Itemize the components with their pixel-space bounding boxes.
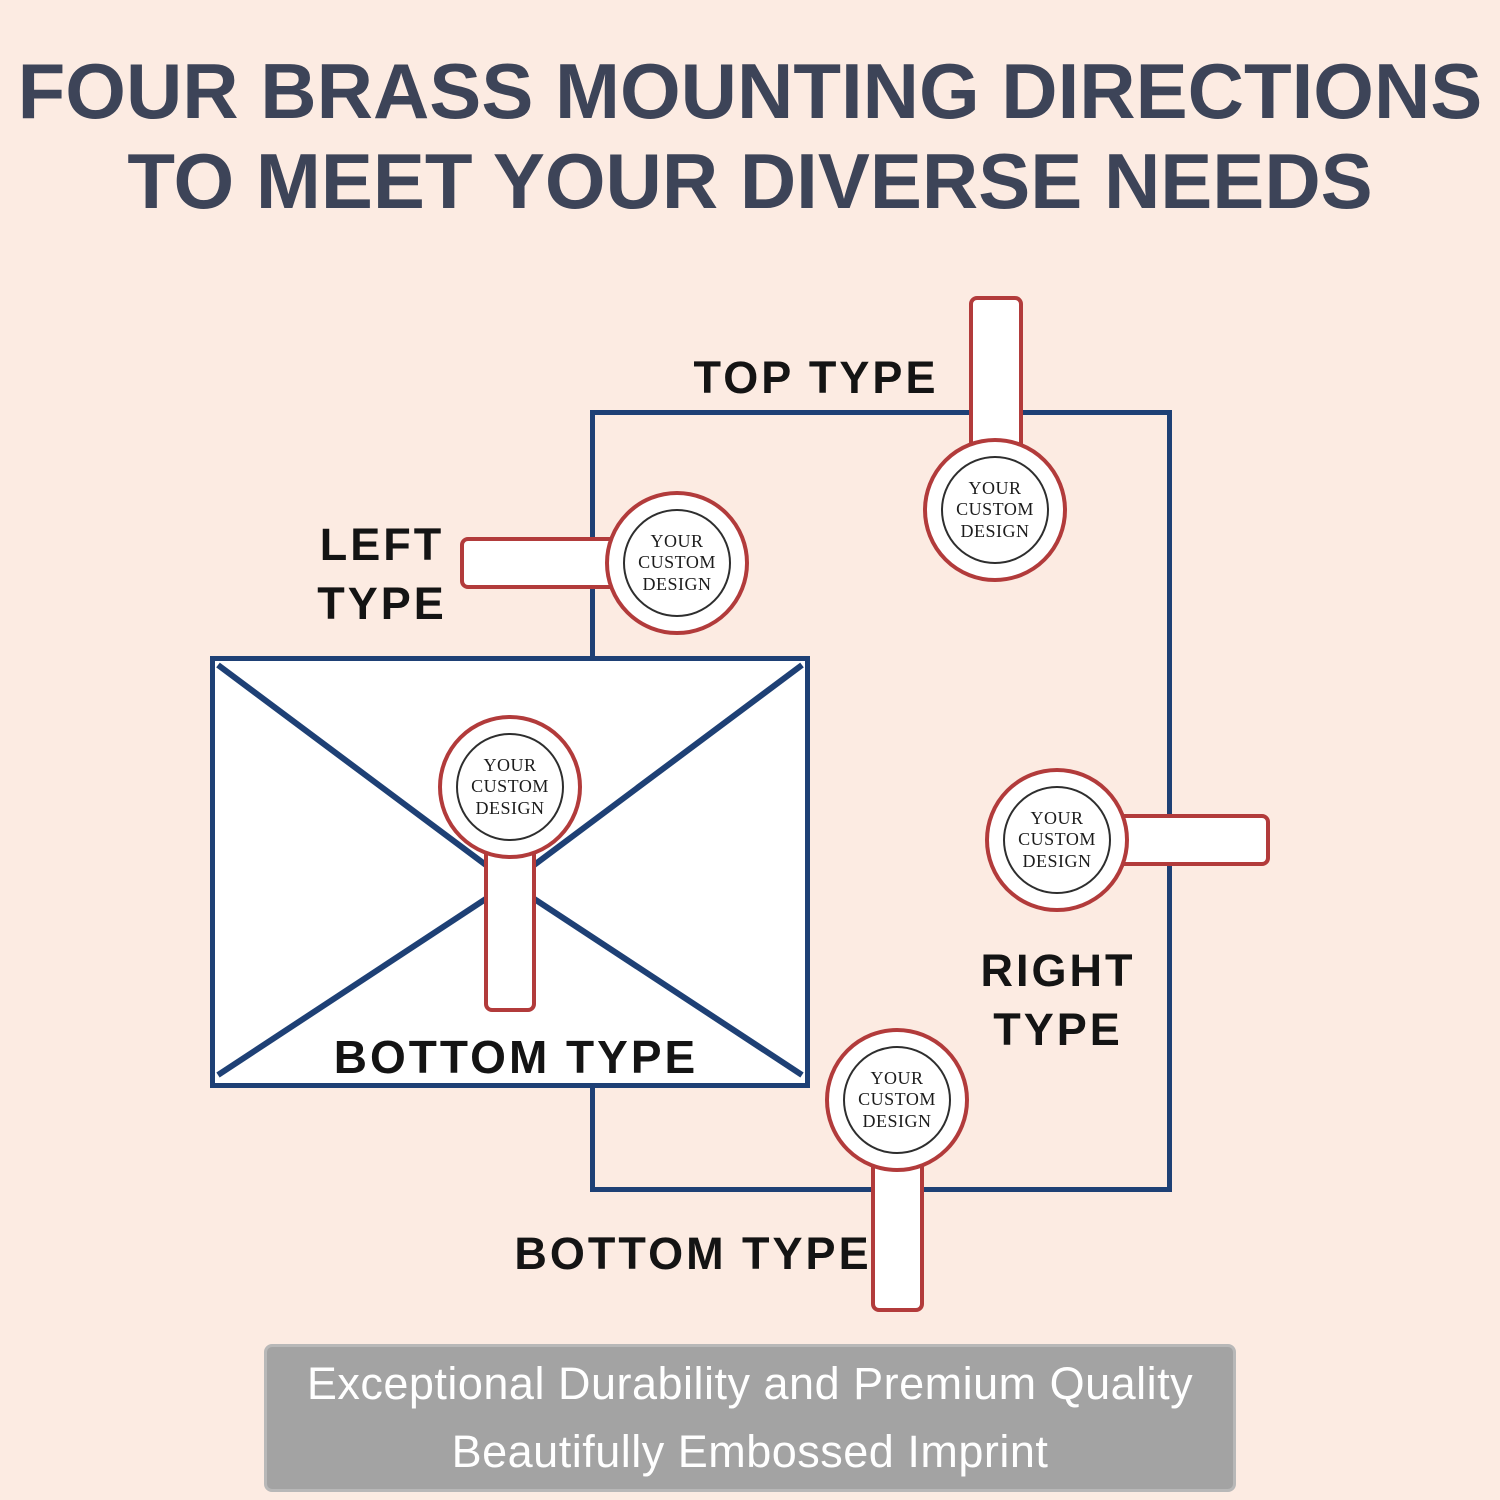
seal-text-line-2: CUSTOM xyxy=(638,552,716,573)
seal-text-line-2: CUSTOM xyxy=(858,1089,936,1110)
label-left-line-2: TYPE xyxy=(317,577,447,629)
seal-text-line-1: YOUR xyxy=(483,754,537,775)
label-bottom-type-envelope: BOTTOM TYPE xyxy=(333,1031,699,1083)
seal-design-text: YOUR CUSTOM DESIGN xyxy=(623,509,731,617)
wax-seal: YOUR CUSTOM DESIGN xyxy=(605,491,749,635)
seal-text-line-2: CUSTOM xyxy=(956,499,1034,520)
seal-text-line-3: DESIGN xyxy=(1022,850,1092,871)
seal-text-line-3: DESIGN xyxy=(475,797,545,818)
seal-text-line-1: YOUR xyxy=(968,477,1022,498)
stamp-handle xyxy=(871,1160,924,1312)
headline-line-2: TO MEET YOUR DIVERSE NEEDS xyxy=(127,137,1373,226)
seal-design-text: YOUR CUSTOM DESIGN xyxy=(843,1046,951,1154)
envelope-fold-line-left xyxy=(216,880,512,1078)
label-bottom-type: BOTTOM TYPE xyxy=(514,1228,872,1279)
seal-text-line-2: CUSTOM xyxy=(1018,829,1096,850)
seal-design-text: YOUR CUSTOM DESIGN xyxy=(456,733,564,841)
banner-line-2: Beautifully Embossed Imprint xyxy=(451,1426,1049,1477)
seal-text-line-2: CUSTOM xyxy=(471,776,549,797)
stamp-handle xyxy=(460,537,632,589)
label-right-type: RIGHT TYPE xyxy=(981,942,1136,1059)
label-right-line-2: TYPE xyxy=(993,1003,1123,1055)
label-top-type: TOP TYPE xyxy=(693,352,939,403)
headline-line-1: FOUR BRASS MOUNTING DIRECTIONS xyxy=(17,47,1483,135)
wax-seal: YOUR CUSTOM DESIGN xyxy=(825,1028,969,1172)
quality-banner: Exceptional Durability and Premium Quali… xyxy=(264,1344,1236,1492)
label-right-line-1: RIGHT xyxy=(980,945,1136,996)
wax-seal: YOUR CUSTOM DESIGN xyxy=(438,715,582,859)
seal-text-line-3: DESIGN xyxy=(862,1110,932,1131)
headline: FOUR BRASS MOUNTING DIRECTIONS TO MEET Y… xyxy=(0,46,1500,227)
envelope-fold-line-right xyxy=(508,880,804,1078)
label-left-type: LEFT TYPE xyxy=(317,516,447,633)
stamp-handle xyxy=(1115,814,1270,866)
seal-text-line-3: DESIGN xyxy=(642,573,712,594)
wax-seal: YOUR CUSTOM DESIGN xyxy=(923,438,1067,582)
seal-design-text: YOUR CUSTOM DESIGN xyxy=(1003,786,1111,894)
seal-text-line-1: YOUR xyxy=(650,530,704,551)
banner-line-1: Exceptional Durability and Premium Quali… xyxy=(306,1358,1194,1409)
wax-seal: YOUR CUSTOM DESIGN xyxy=(985,768,1129,912)
seal-design-text: YOUR CUSTOM DESIGN xyxy=(941,456,1049,564)
seal-text-line-1: YOUR xyxy=(870,1067,924,1088)
seal-text-line-3: DESIGN xyxy=(960,520,1030,541)
seal-text-line-1: YOUR xyxy=(1030,807,1084,828)
label-left-line-1: LEFT xyxy=(319,519,445,570)
